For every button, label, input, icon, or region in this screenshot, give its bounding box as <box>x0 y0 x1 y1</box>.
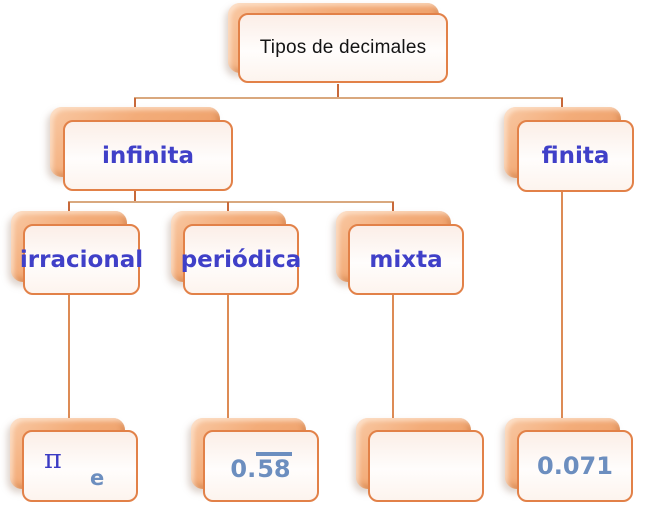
repeating-digits-overline: 58 <box>256 451 292 481</box>
connector-to-periodica <box>227 202 229 215</box>
node-tipos-de-decimales: Tipos de decimales <box>228 3 448 83</box>
connector-to-infinita <box>134 98 136 112</box>
connector-to-finita <box>561 98 563 112</box>
connector-level3-horizontal <box>68 201 394 203</box>
decimal-prefix: 0. <box>230 454 257 483</box>
finita-example-value: 0.071 <box>537 452 613 480</box>
node-infinita: infinita <box>50 107 233 191</box>
node-periodica-label: periódica <box>180 246 302 273</box>
node-finita-label: finita <box>541 143 610 169</box>
node-finita: finita <box>504 107 634 192</box>
node-periodica: periódica <box>171 211 301 295</box>
connector-level2-horizontal <box>134 97 563 99</box>
pi-symbol: π <box>44 444 62 475</box>
node-example-mixta <box>356 418 484 502</box>
connector-infinita-down <box>134 191 136 202</box>
connector-to-irracional <box>68 202 70 215</box>
connector-irracional-example <box>68 295 70 420</box>
connector-finita-example <box>561 191 563 420</box>
connector-mixta-example <box>392 295 394 420</box>
node-example-periodica: 0.58 <box>191 418 319 502</box>
node-mixta-label: mixta <box>369 246 443 273</box>
repeating-decimal-value: 0.58 <box>230 451 292 483</box>
connector-to-mixta <box>392 202 394 215</box>
node-irracional: irracional <box>11 211 143 295</box>
node-infinita-label: infinita <box>101 142 195 169</box>
connector-title-down <box>337 84 339 99</box>
connector-periodica-example <box>227 295 229 420</box>
e-symbol: e <box>90 466 105 490</box>
node-example-finita: 0.071 <box>505 418 633 502</box>
node-irracional-label: irracional <box>19 246 144 273</box>
node-example-irracional: π e <box>10 418 138 502</box>
diagram-title: Tipos de decimales <box>259 37 427 58</box>
node-mixta: mixta <box>336 211 464 295</box>
